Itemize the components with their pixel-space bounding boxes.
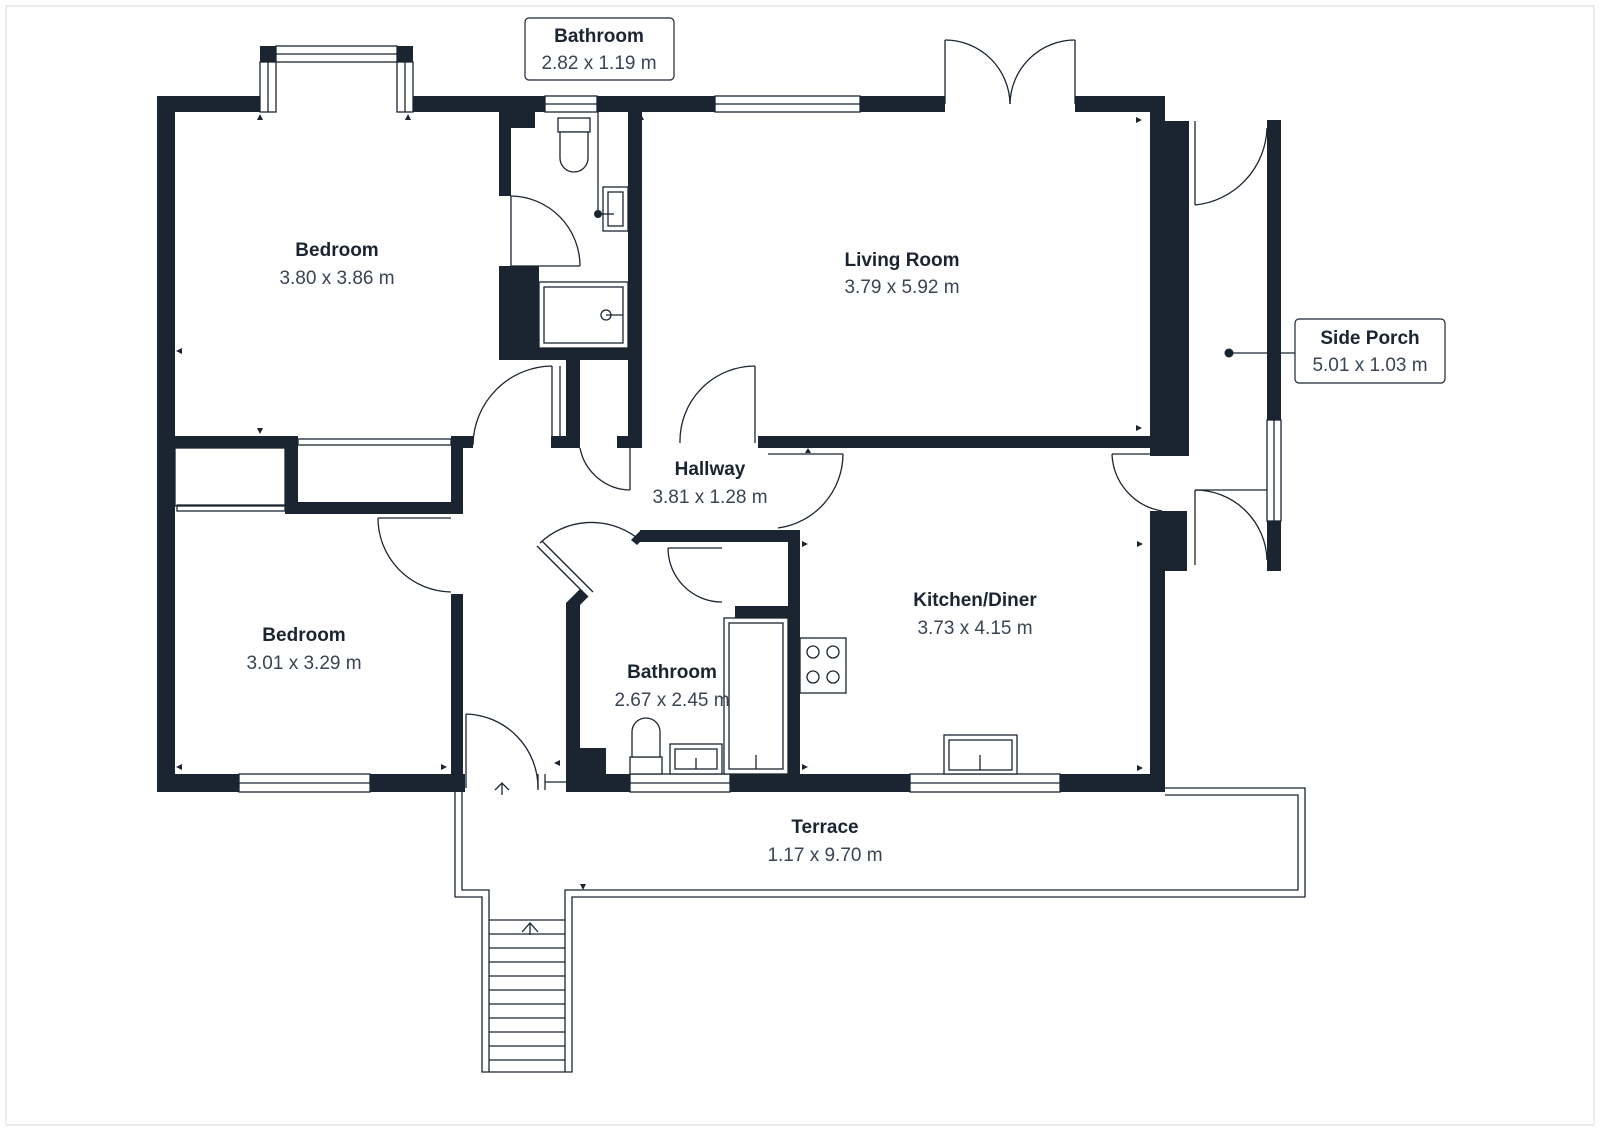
terrace-size: 1.17 x 9.70 m — [767, 845, 882, 866]
hallway-size: 3.81 x 1.28 m — [652, 487, 767, 508]
bathroom-1-name: Bathroom — [554, 26, 644, 47]
hallway-name: Hallway — [675, 459, 746, 480]
interior-walls — [175, 112, 1162, 791]
stairs — [489, 919, 565, 1061]
bedroom-2-size: 3.01 x 3.29 m — [246, 653, 361, 674]
side-porch-callout — [1294, 318, 1446, 384]
kitchen-diner-name: Kitchen/Diner — [913, 590, 1037, 611]
living-room-name: Living Room — [844, 250, 959, 271]
kitchen-diner-size: 3.73 x 4.15 m — [917, 618, 1032, 639]
windows — [174, 45, 1282, 793]
living-room-size: 3.79 x 5.92 m — [844, 277, 959, 298]
terrace-name: Terrace — [791, 817, 858, 838]
terrace-outline — [454, 787, 1306, 1073]
bathroom-2-name: Bathroom — [627, 662, 717, 683]
side-porch-name: Side Porch — [1320, 328, 1419, 349]
outer-walls — [157, 46, 1281, 792]
bathroom-1-callout — [524, 17, 675, 81]
bedroom-1-size: 3.80 x 3.86 m — [279, 268, 394, 289]
side-porch-size: 5.01 x 1.03 m — [1312, 355, 1427, 376]
measure-markers — [176, 114, 1143, 890]
bedroom-1-name: Bedroom — [295, 240, 378, 261]
bedroom-2-name: Bedroom — [262, 625, 345, 646]
page-border — [5, 5, 1595, 1126]
doors — [377, 39, 1268, 795]
bathroom-1-size: 2.82 x 1.19 m — [541, 53, 656, 74]
bathroom-2-size: 2.67 x 2.45 m — [614, 690, 729, 711]
fixtures — [538, 112, 1296, 775]
